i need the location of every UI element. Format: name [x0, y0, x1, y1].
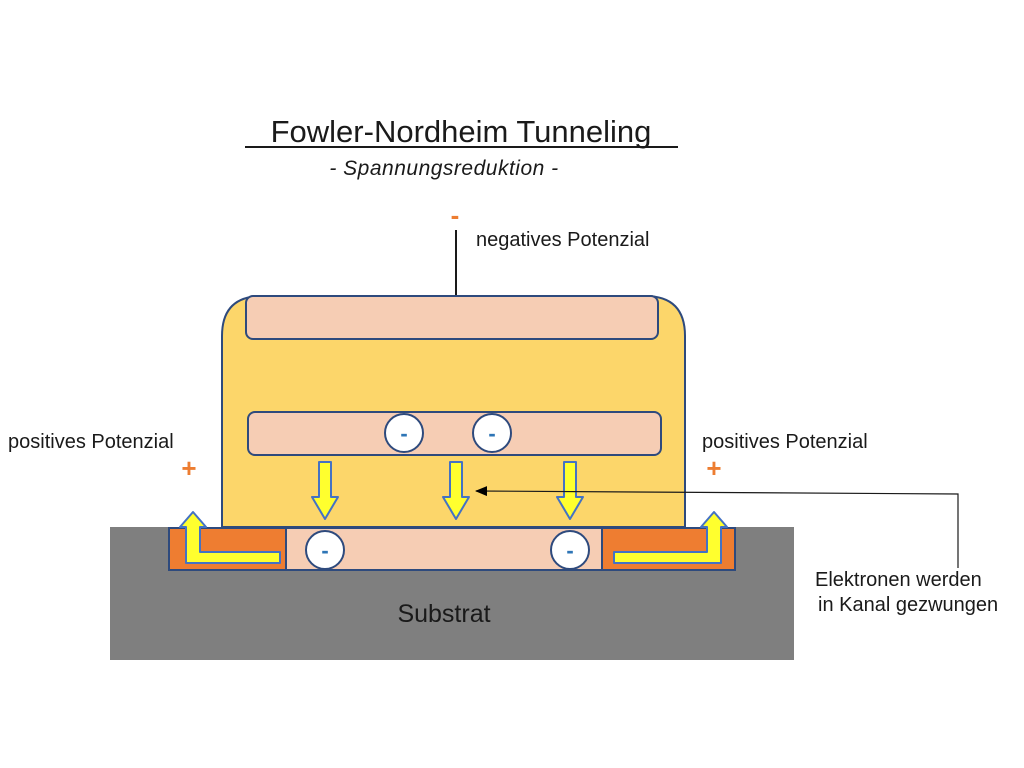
electron-channel-right: -	[550, 530, 590, 570]
diagram-subtitle: - Spannungsreduktion -	[329, 157, 558, 180]
tunneling-arrow-left	[311, 461, 339, 520]
drain-flow-arrow	[613, 511, 728, 564]
electron-symbol: -	[321, 538, 328, 563]
control-gate	[245, 295, 659, 340]
electron-floating-gate-left: -	[384, 413, 424, 453]
electron-symbol: -	[566, 538, 573, 563]
diagram-title: Fowler-Nordheim Tunneling	[271, 114, 652, 149]
annotation-line-2: in Kanal gezwungen	[818, 594, 998, 616]
annotation-leader-arrow	[475, 486, 959, 568]
substrate-label: Substrat	[397, 600, 490, 628]
tunneling-arrow-center	[442, 461, 470, 520]
electron-symbol: -	[488, 421, 495, 446]
gate-label: negatives Potenzial	[476, 229, 649, 251]
drain-label: positives Potenzial	[702, 431, 868, 453]
source-label: positives Potenzial	[8, 431, 174, 453]
electron-floating-gate-right: -	[472, 413, 512, 453]
tunneling-arrow-right	[556, 461, 584, 520]
gate-sign: -	[451, 200, 460, 230]
electron-symbol: -	[400, 421, 407, 446]
annotation-line-1: Elektronen werden	[815, 569, 982, 591]
source-flow-arrow	[179, 511, 281, 564]
drain-sign: +	[706, 453, 721, 483]
electron-channel-left: -	[305, 530, 345, 570]
source-sign: +	[181, 453, 196, 483]
floating-gate	[247, 411, 662, 456]
